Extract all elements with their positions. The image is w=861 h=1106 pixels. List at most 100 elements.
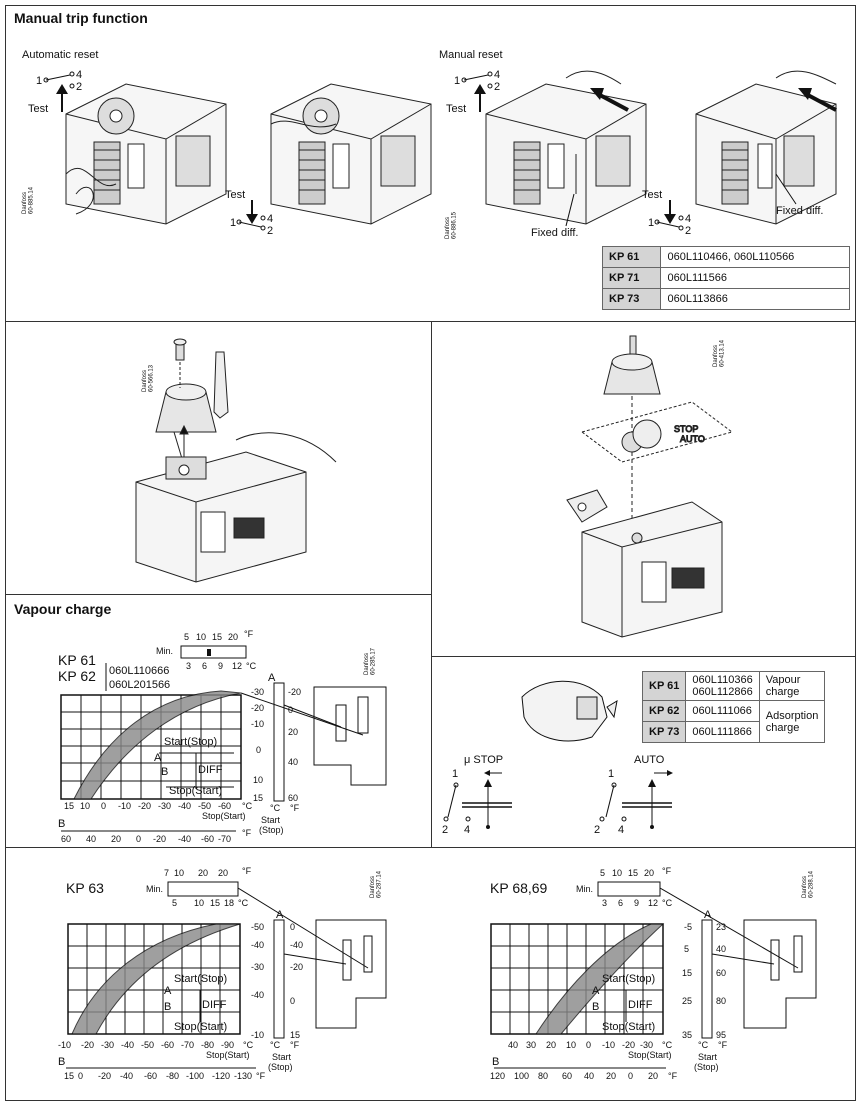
svg-text:1: 1 (454, 75, 460, 87)
test-label-1: Test (28, 103, 48, 115)
svg-text:A: A (268, 672, 276, 684)
svg-text:10: 10 (253, 775, 263, 785)
svg-text:0: 0 (101, 801, 106, 811)
svg-text:25: 25 (682, 996, 692, 1006)
svg-text:A: A (704, 909, 712, 921)
svg-text:Start: Start (698, 1052, 718, 1062)
svg-text:Min.: Min. (146, 884, 163, 894)
svg-text:15: 15 (290, 1030, 300, 1040)
svg-text:2: 2 (267, 225, 273, 237)
vapour-charge-diagram: KP 61 KP 62 060L110666 060L201566 Min. 5… (58, 629, 387, 844)
svg-text:9: 9 (218, 661, 223, 671)
b-label: B (161, 766, 168, 778)
svg-text:-70: -70 (218, 834, 231, 844)
svg-text:15: 15 (682, 968, 692, 978)
kp63-label: KP 63 (66, 880, 104, 896)
svg-text:°C: °C (238, 898, 249, 908)
svg-text:0: 0 (586, 1040, 591, 1050)
svg-text:-40: -40 (120, 1071, 133, 1081)
svg-text:(Stop): (Stop) (268, 1062, 293, 1072)
switch-symbol-auto-up: 1 4 2 Test (28, 69, 82, 115)
svg-text:-10: -10 (118, 801, 131, 811)
danfoss-code-left: Danfoss60-566.13 (142, 364, 155, 392)
svg-text:(Stop): (Stop) (259, 825, 284, 835)
svg-text:-40: -40 (251, 940, 264, 950)
svg-text:B: B (592, 1001, 599, 1013)
device-illustration-2 (270, 83, 432, 225)
svg-text:AUTO: AUTO (634, 754, 665, 766)
a-label: A (154, 752, 162, 764)
svg-text:Stop(Start): Stop(Start) (602, 1021, 655, 1033)
svg-text:-90: -90 (221, 1040, 234, 1050)
svg-text:-60: -60 (201, 834, 214, 844)
svg-text:4: 4 (494, 69, 500, 81)
svg-text:20: 20 (288, 727, 298, 737)
svg-text:-20: -20 (622, 1040, 635, 1050)
svg-text:1: 1 (648, 217, 654, 229)
svg-text:(Stop): (Stop) (694, 1062, 719, 1072)
svg-text:B: B (58, 1056, 65, 1068)
svg-text:°C: °C (242, 801, 253, 811)
svg-text:Min.: Min. (576, 884, 593, 894)
svg-text:-30: -30 (251, 687, 264, 697)
svg-text:-80: -80 (166, 1071, 179, 1081)
auto-switch: AUTO 1 2 4 (594, 754, 673, 836)
svg-text:-40: -40 (290, 940, 303, 950)
svg-text:°F: °F (718, 1040, 728, 1050)
svg-text:12: 12 (648, 898, 658, 908)
svg-text:60: 60 (716, 968, 726, 978)
svg-text:15: 15 (212, 632, 222, 642)
kp62-code-b: 060L201566 (109, 679, 170, 691)
svg-text:40: 40 (584, 1071, 594, 1081)
device-illustration-4 (695, 70, 837, 225)
stop-switch: μ STOP 1 2 4 (442, 754, 512, 836)
svg-text:40: 40 (86, 834, 96, 844)
svg-text:20: 20 (546, 1040, 556, 1050)
svg-text:5: 5 (184, 632, 189, 642)
knob-assembly-illustration: Danfoss60-566.13 (135, 338, 337, 583)
svg-text:-30: -30 (158, 801, 171, 811)
svg-text:-50: -50 (141, 1040, 154, 1050)
svg-text:0: 0 (628, 1071, 633, 1081)
svg-text:-40: -40 (178, 834, 191, 844)
svg-text:10: 10 (196, 632, 206, 642)
svg-text:10: 10 (612, 868, 622, 878)
svg-text:°C: °C (698, 1040, 709, 1050)
svg-text:μ STOP: μ STOP (464, 754, 503, 766)
device-illustration-1 (65, 83, 227, 225)
svg-text:°F: °F (244, 629, 254, 639)
danfoss-code-vapour: Danfoss60-285.17 (364, 647, 377, 675)
svg-text:1: 1 (608, 768, 614, 780)
svg-text:40: 40 (288, 757, 298, 767)
svg-text:Stop(Start): Stop(Start) (206, 1050, 250, 1060)
svg-text:°C: °C (662, 898, 673, 908)
svg-text:2: 2 (594, 824, 600, 836)
svg-text:18: 18 (224, 898, 234, 908)
svg-text:20: 20 (228, 632, 238, 642)
svg-text:-5: -5 (684, 922, 692, 932)
svg-text:15: 15 (210, 898, 220, 908)
push-arrow-1 (590, 88, 629, 112)
svg-text:-50: -50 (198, 801, 211, 811)
switch-symbol-auto-down: Test 1 4 2 (225, 189, 273, 237)
danfoss-code-2: Danfoss60-886.15 (445, 211, 458, 239)
svg-text:0: 0 (136, 834, 141, 844)
svg-text:B: B (164, 1001, 171, 1013)
fixed-diff-label-1: Fixed diff. (531, 227, 579, 239)
kp61-label: KP 61 (58, 652, 96, 668)
svg-text:35: 35 (682, 1030, 692, 1040)
svg-text:20: 20 (644, 868, 654, 878)
svg-text:-60: -60 (218, 801, 231, 811)
danfoss-code-1: Danfoss60-885.14 (22, 186, 35, 214)
svg-text:B: B (492, 1056, 499, 1068)
svg-text:DIFF: DIFF (628, 999, 653, 1011)
svg-text:-30: -30 (251, 962, 264, 972)
svg-text:-20: -20 (81, 1040, 94, 1050)
stop-auto-illustration: Danfoss60-413.14 STOP AUTO (566, 335, 734, 638)
svg-text:-40: -40 (251, 990, 264, 1000)
